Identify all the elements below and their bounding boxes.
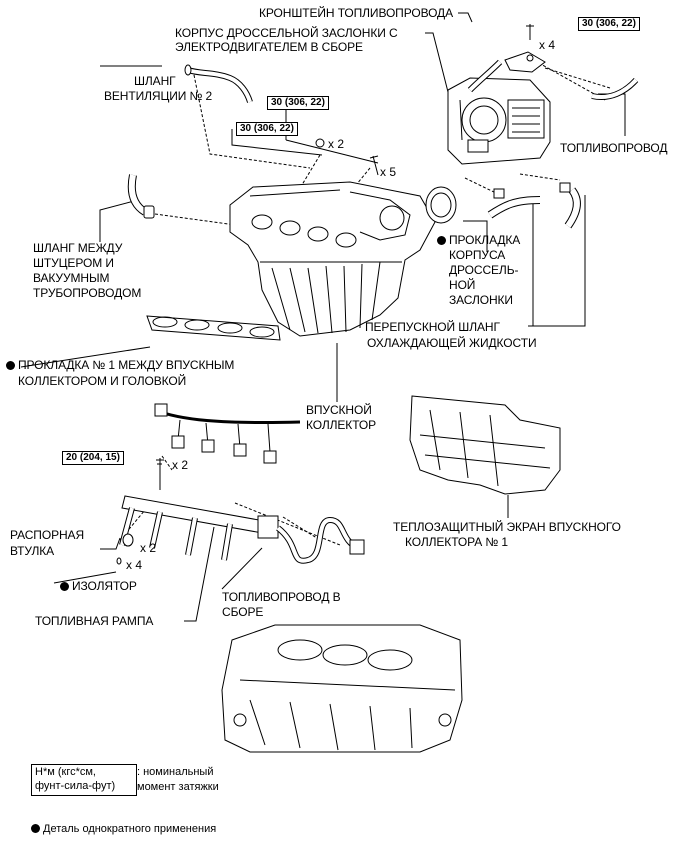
single-use-dot-icon [31,824,40,833]
label-spacer-line1: РАСПОРНАЯ [10,528,85,542]
ventilation-hose-drawing [184,64,253,103]
label-vacuum-hose-line2: ШТУЦЕРОМ И [33,256,114,270]
torque-box-bracket: 30 (306, 22) [578,17,640,31]
fuel-pipe-assembly-drawing [276,516,365,564]
legend-single-use: Деталь однократного применения [31,822,216,836]
label-bypass-hose-line2: ОХЛАЖДАЮЩЕЙ ЖИДКОСТИ [367,336,537,350]
label-fuel-pipe: ТОПЛИВОПРОВОД [560,141,668,155]
fuel-pipe-bracket-drawing [504,24,546,73]
label-throttle-body-line2: ЭЛЕКТРОДВИГАТЕЛЕМ В СБОРЕ [175,40,363,54]
throttle-body-drawing [447,77,551,165]
label-vacuum-hose-line3: ВАКУУМНЫМ [33,271,110,285]
label-intake-manifold-line1: ВПУСКНОЙ [306,403,372,417]
label-vent-hose-line2: ВЕНТИЛЯЦИИ № 2 [104,89,213,103]
fuel-pipe-drawing [467,59,639,100]
legend-torque-box-line1: Н*м (кгс*см, [35,766,96,778]
label-intake-manifold-line2: КОЛЛЕКТОР [306,418,377,432]
label-insulator-text: ИЗОЛЯТОР [72,579,137,593]
fuel-rail-drawing [116,495,279,565]
legend-torque-desc-line1: : номинальный [137,766,214,778]
label-tb-gasket-line1: ПРОКЛАДКА [437,233,520,247]
cylinder-head-drawing [221,624,463,753]
coolant-bypass-hoses-drawing [487,182,581,229]
injector-harness-drawing [154,403,301,464]
heat-shield-drawing [409,395,561,495]
label-tb-gasket-line2: КОРПУСА [449,248,506,262]
leader-lines [20,12,626,622]
label-manifold-gasket-line1: ПРОКЛАДКА № 1 МЕЖДУ ВПУСКНЫМ [6,358,234,372]
label-vent-hose-line1: ШЛАНГ [134,74,176,88]
single-use-dot-icon [60,582,69,591]
label-fuel-rail: ТОПЛИВНАЯ РАМПА [35,614,154,628]
multiplier-bracket: x 4 [539,38,556,52]
multiplier-spacer: x 2 [140,541,157,555]
label-tb-gasket-text: ПРОКЛАДКА [449,233,521,247]
label-tb-gasket-line5: ЗАСЛОНКИ [449,293,513,307]
label-tb-gasket-line3: ДРОССЕЛЬ- [449,263,519,277]
multiplier-bolt: x 5 [380,165,397,179]
vacuum-hose-drawing [127,174,155,219]
manifold-gasket-drawing [146,315,281,341]
label-heat-shield-line2: КОЛЛЕКТОРА № 1 [405,535,508,549]
multiplier-rail-bolt: x 2 [172,458,189,472]
label-fuel-pipe-assy-line2: СБОРЕ [222,605,264,619]
single-use-dot-icon [437,236,446,245]
throttle-body-gasket-drawing [425,186,457,224]
label-heat-shield-line1: ТЕПЛОЗАЩИТНЫЙ ЭКРАН ВПУСКНОГО [393,520,621,534]
legend-single-use-text: Деталь однократного применения [43,823,217,835]
label-fuel-pipe-bracket: КРОНШТЕЙН ТОПЛИВОПРОВОДА [259,6,453,20]
torque-box-rail-bolt: 20 (204, 15) [62,451,124,465]
label-manifold-gasket-line2: КОЛЛЕКТОРОМ И ГОЛОВКОЙ [18,374,187,388]
label-tb-gasket-line4: НОЙ [449,278,476,292]
label-throttle-body-line1: КОРПУС ДРОССЕЛЬНОЙ ЗАСЛОНКИ С [175,26,398,40]
torque-box-manifold-nut: 30 (306, 22) [236,122,298,136]
legend-torque-box-line2: фунт-сила-фут) [35,780,116,792]
label-spacer-line2: ВТУЛКА [10,544,55,558]
multiplier-nut: x 2 [328,137,345,151]
single-use-dot-icon [6,361,15,370]
manifold-bolts-drawing [315,138,379,176]
intake-manifold-drawing [229,181,436,337]
legend-torque-desc-line2: момент затяжки [137,781,219,793]
rail-bolt-drawing [156,458,164,490]
label-insulator: ИЗОЛЯТОР [60,579,137,593]
label-manifold-gasket-text: ПРОКЛАДКА № 1 МЕЖДУ ВПУСКНЫМ [18,358,235,372]
label-vacuum-hose-line4: ТРУБОПРОВОДОМ [33,286,142,300]
label-vacuum-hose-line1: ШЛАНГ МЕЖДУ [33,241,123,255]
torque-box-manifold-bolt: 30 (306, 22) [267,96,329,110]
multiplier-insulator: x 4 [126,558,143,572]
label-bypass-hose-line1: ПЕРЕПУСКНОЙ ШЛАНГ [365,320,500,334]
label-fuel-pipe-assy-line1: ТОПЛИВОПРОВОД В [222,590,341,604]
legend-torque-box: Н*м (кгс*см, фунт-сила-фут) [31,764,137,796]
